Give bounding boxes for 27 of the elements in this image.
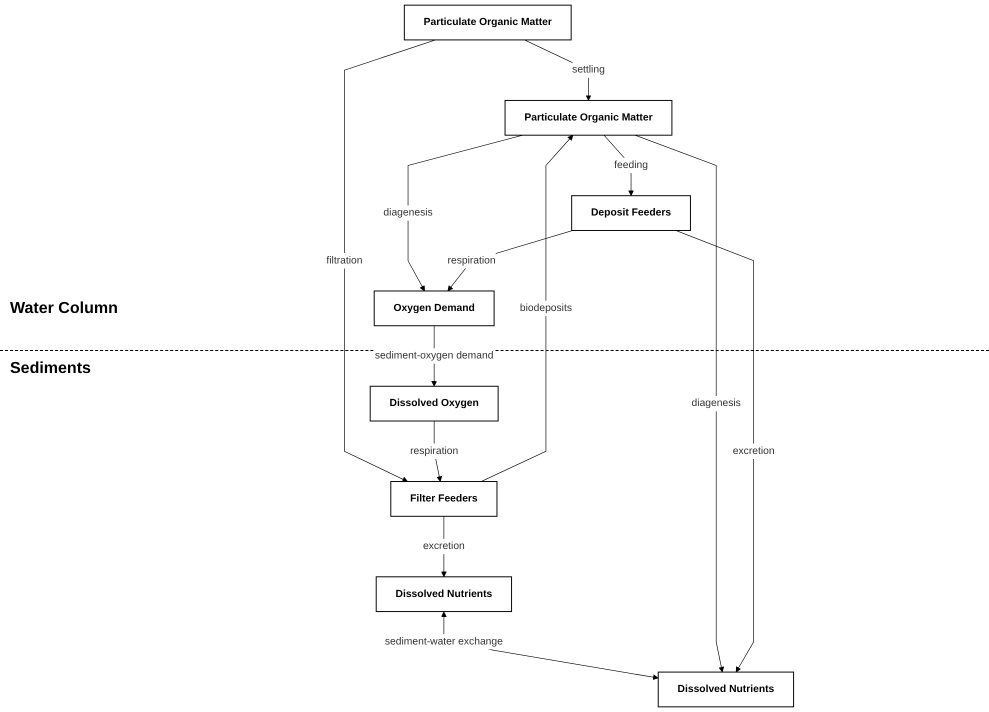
arrow <box>675 230 754 672</box>
edge-label: feeding <box>614 160 648 171</box>
arrow <box>448 230 574 292</box>
edge-label: biodeposits <box>520 302 572 314</box>
edge-label: respiration <box>448 254 496 266</box>
arrow <box>408 134 523 292</box>
edge-label: excretion <box>422 540 465 552</box>
edge-label: settling <box>572 64 605 76</box>
node-box: Deposit Feeders <box>571 195 691 231</box>
edge-label: diagenesis <box>383 207 433 218</box>
node-box: Dissolved Nutrients <box>376 576 512 612</box>
edge-label: excretion <box>732 445 775 456</box>
node-box: Dissolved Nutrients <box>658 672 794 708</box>
arrow <box>480 134 574 482</box>
node-box: Particulate Organic Matter <box>504 100 672 136</box>
edge-label: filtration <box>326 254 362 266</box>
node-box: Particulate Organic Matter <box>404 4 572 40</box>
arrow <box>634 134 724 672</box>
node-box: Oxygen Demand <box>374 290 495 326</box>
zone-label: Sediments <box>10 360 91 378</box>
edge-label: respiration <box>410 445 458 456</box>
edge-label: sediment-oxygen demand <box>374 350 494 362</box>
zone-label: Water Column <box>10 300 118 318</box>
node-box: Filter Feeders <box>390 481 498 517</box>
edge-label: diagenesis <box>692 398 741 409</box>
node-box: Dissolved Oxygen <box>370 386 499 422</box>
edge-label: sediment-water exchange <box>384 636 503 647</box>
